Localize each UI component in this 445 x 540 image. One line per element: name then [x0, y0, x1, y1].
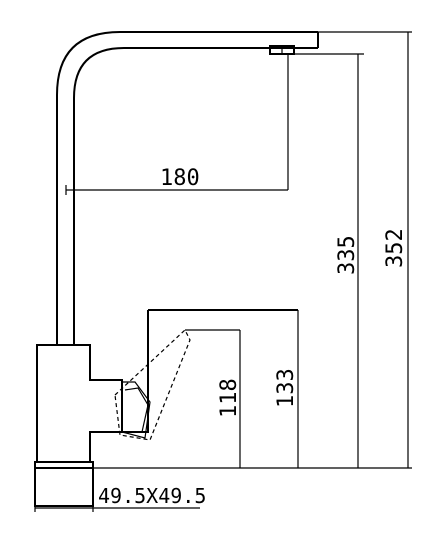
base-size-label: 49.5X49.5 [98, 484, 206, 508]
base-size-dimension: 49.5X49.5 [34, 484, 206, 512]
body-height-dimension: 133 [274, 310, 299, 468]
total-height-label: 352 [383, 228, 408, 268]
reach-dimension: 180 [65, 54, 289, 195]
lever-handle-alt-position [114, 329, 240, 441]
spout-height-label: 335 [335, 235, 360, 275]
lever-height-label: 118 [217, 378, 242, 418]
lever-height-dimension: 118 [217, 330, 242, 468]
reach-label: 180 [160, 166, 200, 191]
spout-height-dimension: 335 [294, 53, 364, 468]
faucet-body [36, 344, 123, 463]
body-height-label: 133 [274, 368, 299, 408]
lever-handle [121, 309, 298, 439]
faucet-base [34, 461, 94, 507]
spout-aerator [269, 45, 295, 55]
total-height-dimension: 352 [318, 31, 412, 468]
faucet-spout [56, 31, 319, 345]
